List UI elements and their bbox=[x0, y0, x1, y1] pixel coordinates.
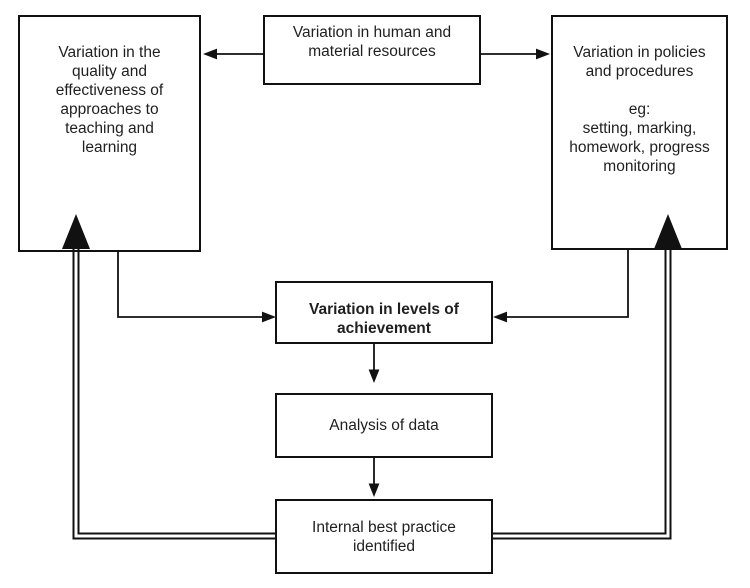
box-teaching-quality-label: Variation in the quality and effectivene… bbox=[55, 44, 164, 156]
arrow-teaching-to-achievement bbox=[117, 252, 276, 323]
arrowhead-right-icon bbox=[536, 48, 550, 60]
box-human-material-resources: Variation in human and material resource… bbox=[263, 15, 481, 85]
box-internal-best-practice-label: Internal best practice identified bbox=[312, 518, 456, 555]
feedback-arrow-bestpractice-to-teaching bbox=[62, 214, 277, 540]
box-analysis-of-data-label: Analysis of data bbox=[329, 417, 439, 434]
box-analysis-of-data: Analysis of data bbox=[275, 393, 493, 458]
arrowhead-right-icon bbox=[262, 311, 276, 323]
arrow-policies-to-achievement bbox=[493, 250, 629, 323]
arrowhead-left-icon bbox=[203, 48, 217, 60]
box-policies-procedures-label: Variation in policies and procedures eg:… bbox=[569, 44, 710, 175]
big-arrowhead-up-icon bbox=[62, 214, 90, 249]
box-internal-best-practice: Internal best practice identified bbox=[275, 499, 493, 574]
box-levels-of-achievement-label: Variation in levels of achievement bbox=[309, 301, 459, 337]
arrow-analysis-to-bestpractice bbox=[368, 458, 380, 497]
arrowhead-down-icon bbox=[368, 369, 380, 383]
arrowhead-left-icon bbox=[493, 311, 507, 323]
box-teaching-quality: Variation in the quality and effectivene… bbox=[18, 15, 201, 252]
arrow-resources-to-policies bbox=[481, 48, 550, 60]
box-human-material-resources-label: Variation in human and material resource… bbox=[292, 24, 452, 60]
feedback-arrow-bestpractice-to-policies bbox=[491, 214, 682, 540]
arrow-resources-to-teaching bbox=[203, 48, 263, 60]
big-arrowhead-up-icon bbox=[654, 214, 682, 249]
box-policies-procedures: Variation in policies and procedures eg:… bbox=[551, 15, 728, 250]
arrowhead-down-icon bbox=[368, 483, 380, 497]
box-levels-of-achievement: Variation in levels of achievement bbox=[275, 281, 493, 344]
arrow-achievement-to-analysis bbox=[368, 344, 380, 383]
